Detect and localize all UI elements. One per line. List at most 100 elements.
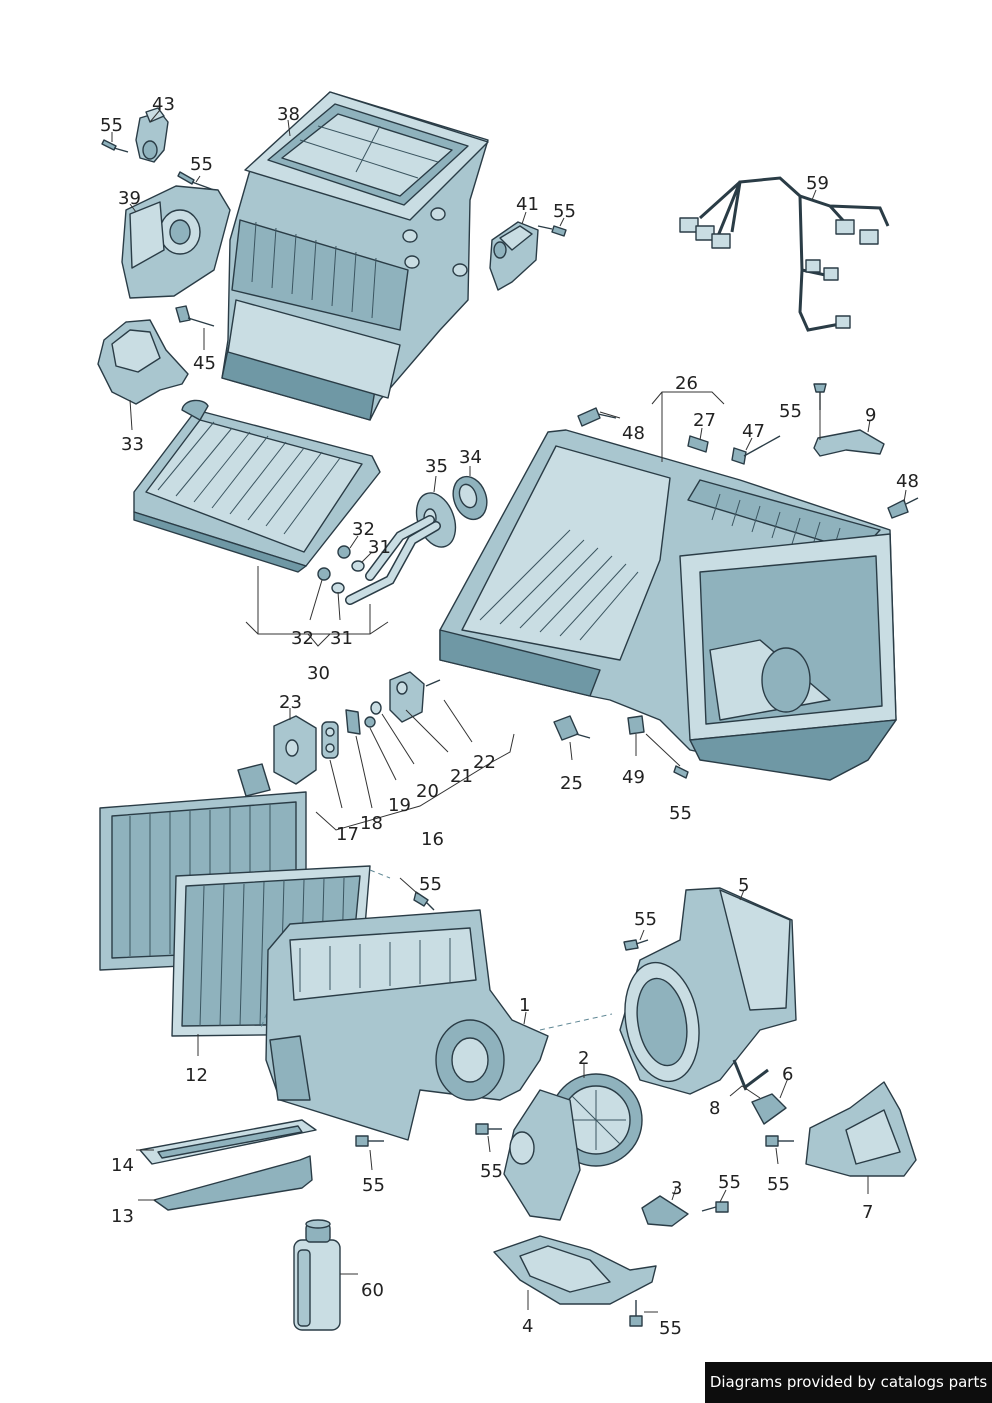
label-3: 3 xyxy=(671,1178,682,1199)
label-7: 7 xyxy=(862,1202,873,1223)
label-43: 43 xyxy=(152,94,175,115)
part-9-bracket xyxy=(813,429,885,457)
part-19-ring xyxy=(364,716,376,728)
label-55: 55 xyxy=(669,803,692,824)
label-13: 13 xyxy=(111,1206,134,1227)
screw-55-e xyxy=(673,765,689,779)
part-17-gasket xyxy=(321,721,339,759)
label-9: 9 xyxy=(865,405,876,426)
label-27: 27 xyxy=(693,410,716,431)
part-7-cover xyxy=(805,1081,917,1177)
screw-55-a xyxy=(101,139,129,153)
label-5: 5 xyxy=(738,875,749,896)
footer-attribution: Diagrams provided by catalogs parts xyxy=(705,1362,992,1403)
label-45: 45 xyxy=(193,353,216,374)
part-43-servo-motor xyxy=(135,107,169,163)
part-34-seal xyxy=(452,475,488,521)
label-55: 55 xyxy=(100,115,123,136)
callout-labels: 43 55 38 55 39 41 55 59 45 33 26 48 27 4… xyxy=(100,94,919,1339)
label-16: 16 xyxy=(421,829,444,850)
label-30: 30 xyxy=(307,663,330,684)
label-12: 12 xyxy=(185,1065,208,1086)
label-31: 31 xyxy=(368,537,391,558)
part-8-wire xyxy=(732,1059,769,1091)
label-55: 55 xyxy=(419,874,442,895)
part-45-bolt xyxy=(175,305,215,327)
part-39-actuator xyxy=(121,185,231,299)
part-13-seal xyxy=(153,1155,313,1211)
part-27-clip xyxy=(687,435,709,453)
label-55: 55 xyxy=(779,401,802,422)
part-48-pin-a xyxy=(577,407,617,427)
part-20-ring xyxy=(370,701,382,715)
screw-55-i xyxy=(475,1123,502,1135)
screw-55-h xyxy=(355,1135,384,1147)
pipes xyxy=(345,515,441,605)
label-6: 6 xyxy=(782,1064,793,1085)
label-48: 48 xyxy=(896,471,919,492)
part-33-cover xyxy=(97,319,189,405)
label-21: 21 xyxy=(450,766,473,787)
label-35: 35 xyxy=(425,456,448,477)
part-41-actuator xyxy=(489,221,539,291)
label-31: 31 xyxy=(330,628,353,649)
part-3-resistor xyxy=(641,1195,689,1227)
label-55: 55 xyxy=(480,1161,503,1182)
part-60-bottle xyxy=(293,1219,341,1331)
label-47: 47 xyxy=(742,421,765,442)
label-55: 55 xyxy=(659,1318,682,1339)
label-55: 55 xyxy=(767,1174,790,1195)
part-38-heater-housing xyxy=(221,91,489,421)
label-4: 4 xyxy=(522,1316,533,1337)
label-55: 55 xyxy=(718,1172,741,1193)
part-5-duct xyxy=(619,887,797,1095)
leader-lines xyxy=(111,109,907,1313)
label-34: 34 xyxy=(459,447,482,468)
label-23: 23 xyxy=(279,692,302,713)
part-6-sensor xyxy=(751,1093,787,1125)
label-33: 33 xyxy=(121,434,144,455)
screw-55-c xyxy=(537,225,567,237)
label-32: 32 xyxy=(291,628,314,649)
heater-core xyxy=(133,399,381,573)
part-14-seal xyxy=(139,1119,317,1165)
label-48: 48 xyxy=(622,423,645,444)
label-59: 59 xyxy=(806,173,829,194)
label-1: 1 xyxy=(519,995,530,1016)
label-38: 38 xyxy=(277,104,300,125)
part-25-sensor xyxy=(553,715,591,741)
part-1-housing xyxy=(265,909,549,1141)
label-20: 20 xyxy=(416,781,439,802)
label-55: 55 xyxy=(190,154,213,175)
part-49-clip xyxy=(627,715,645,735)
label-49: 49 xyxy=(622,767,645,788)
label-41: 41 xyxy=(516,194,539,215)
part-47-pin xyxy=(731,435,781,465)
label-25: 25 xyxy=(560,773,583,794)
label-18: 18 xyxy=(360,813,383,834)
label-55: 55 xyxy=(362,1175,385,1196)
o-rings xyxy=(317,545,365,594)
label-22: 22 xyxy=(473,752,496,773)
part-18-bracket xyxy=(345,709,361,735)
part-4-cover xyxy=(493,1235,657,1305)
label-19: 19 xyxy=(388,795,411,816)
part-48-pin-b xyxy=(887,497,919,519)
screw-55-f xyxy=(413,891,435,911)
label-2: 2 xyxy=(578,1048,589,1069)
screw-55-k xyxy=(701,1201,729,1213)
part-23-expansion-valve xyxy=(237,715,317,797)
part-22-screw xyxy=(425,679,441,687)
label-8: 8 xyxy=(709,1098,720,1119)
label-17: 17 xyxy=(336,824,359,845)
part-2-blower-motor xyxy=(503,1073,643,1221)
label-55: 55 xyxy=(553,201,576,222)
part-21-valve xyxy=(389,671,425,723)
label-39: 39 xyxy=(118,188,141,209)
label-60: 60 xyxy=(361,1280,384,1301)
screw-55-g xyxy=(623,939,649,951)
part-26-housing xyxy=(439,429,897,781)
screw-55-j xyxy=(765,1135,794,1147)
screw-55-l xyxy=(629,1300,643,1327)
